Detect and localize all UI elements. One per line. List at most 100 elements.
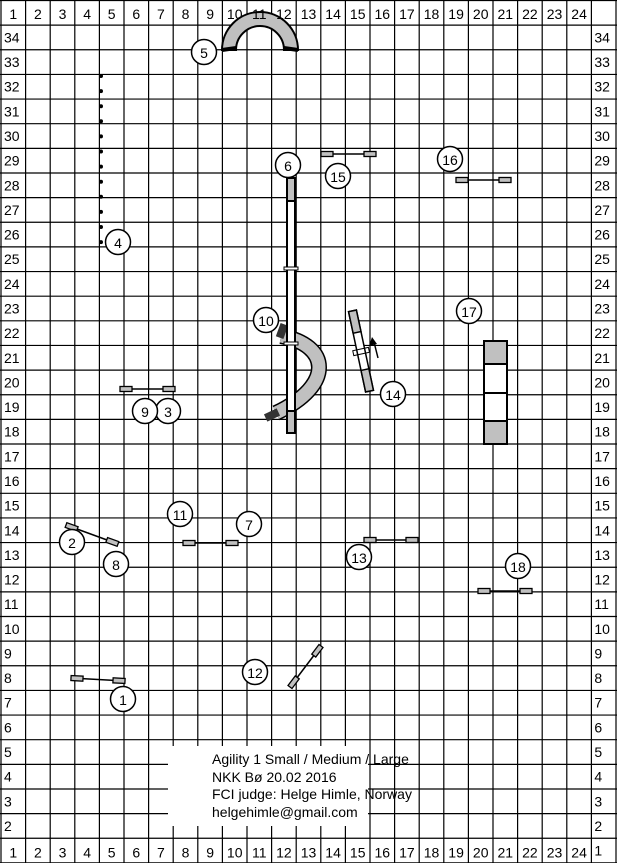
row-label-right: 15 <box>594 498 610 514</box>
row-label-right: 5 <box>594 744 602 760</box>
column-label-top: 2 <box>34 6 42 22</box>
seesaw-14 <box>347 309 375 393</box>
column-label-top: 1 <box>9 6 17 22</box>
number-label: 16 <box>442 152 458 168</box>
obstacle-number-11: 11 <box>166 500 194 528</box>
row-label-left: 26 <box>4 227 20 243</box>
obstacle-number-15: 15 <box>324 162 352 190</box>
info-box-background <box>168 746 368 826</box>
row-label-left: 25 <box>4 251 20 267</box>
jump-wing <box>182 539 196 547</box>
column-label-top: 23 <box>547 6 563 22</box>
row-label-left: 16 <box>4 473 20 489</box>
obstacle-number-4: 4 <box>104 228 132 256</box>
row-label-left: 13 <box>4 547 20 563</box>
row-label-right: 26 <box>594 227 610 243</box>
row-label-right: 7 <box>594 695 602 711</box>
jump-wing <box>119 385 133 393</box>
dog-walk-plank <box>286 177 296 434</box>
number-circle <box>274 151 302 179</box>
row-label-left: 11 <box>4 596 19 612</box>
row-label-left: 8 <box>4 670 12 686</box>
row-label-right: 20 <box>594 374 610 390</box>
jump-wing <box>162 385 176 393</box>
number-circle <box>324 162 352 190</box>
row-label-left: 6 <box>4 719 12 735</box>
column-label-top: 16 <box>375 6 391 22</box>
contact-zone <box>286 410 296 434</box>
jump-wing <box>70 674 84 682</box>
jump-wing <box>477 587 491 595</box>
number-circle <box>241 658 269 686</box>
pause-box-17 <box>483 340 508 445</box>
row-label-right: 17 <box>594 448 610 464</box>
row-label-left: 33 <box>4 54 20 70</box>
seesaw-pivot <box>352 346 371 357</box>
dog-walk-6 <box>283 177 299 434</box>
weave-pole <box>99 179 103 184</box>
course-event: NKK Bø 20.02 2016 <box>212 768 337 785</box>
row-label-right: 31 <box>594 103 610 119</box>
number-label: 18 <box>510 559 526 575</box>
row-label-left: 2 <box>4 818 12 834</box>
row-label-left: 24 <box>4 276 20 292</box>
row-label-right: 19 <box>594 399 610 415</box>
column-label-bottom: 7 <box>157 845 165 861</box>
row-label-left: 23 <box>4 301 20 317</box>
obstacle-number-13: 13 <box>345 543 373 571</box>
number-label: 5 <box>200 45 208 61</box>
number-circle <box>504 552 532 580</box>
row-label-left: 9 <box>4 645 12 661</box>
column-label-bottom: 18 <box>424 845 440 861</box>
direction-arrow-icon <box>373 341 379 359</box>
jump-wing <box>363 536 377 544</box>
jump-wing <box>405 536 419 544</box>
jump-wing <box>455 176 469 184</box>
row-label-right: 11 <box>594 596 609 612</box>
column-label-top: 5 <box>108 6 116 22</box>
column-label-top: 3 <box>59 6 67 22</box>
jump-wing <box>498 176 512 184</box>
column-label-top: 17 <box>399 6 415 22</box>
number-circle <box>190 38 218 66</box>
weave-pole <box>99 240 103 245</box>
row-label-left: 20 <box>4 374 20 390</box>
column-label-top: 9 <box>206 6 214 22</box>
number-label: 11 <box>173 507 188 523</box>
row-label-right: 27 <box>594 202 610 218</box>
obstacle-number-3: 3 <box>154 397 182 425</box>
row-label-left: 7 <box>4 695 12 711</box>
jump-wing <box>112 677 126 685</box>
column-label-top: 18 <box>424 6 440 22</box>
row-label-left: 17 <box>4 448 20 464</box>
weave-pole <box>99 119 103 124</box>
column-label-top: 21 <box>498 6 514 22</box>
row-label-right: 14 <box>594 522 610 538</box>
column-label-bottom: 1 <box>9 845 17 861</box>
column-label-bottom: 20 <box>473 845 489 861</box>
number-label: 8 <box>112 557 120 573</box>
column-label-top: 4 <box>83 6 91 22</box>
jump-2-8 <box>64 521 120 548</box>
column-label-bottom: 14 <box>325 845 341 861</box>
contact-zone <box>360 367 375 393</box>
obstacle-number-6: 6 <box>274 151 302 179</box>
number-circle <box>131 397 159 425</box>
number-circle <box>104 228 132 256</box>
weave-pole <box>99 89 103 94</box>
row-label-left: 32 <box>4 79 20 95</box>
number-circle <box>252 306 280 334</box>
row-label-right: 25 <box>594 251 610 267</box>
row-label-right: 1 <box>594 843 602 859</box>
row-label-left: 14 <box>4 522 20 538</box>
column-label-bottom: 16 <box>375 845 391 861</box>
jump-wing <box>320 150 334 158</box>
row-label-left: 19 <box>4 399 20 415</box>
column-label-top: 14 <box>325 6 341 22</box>
contact-zone <box>347 309 362 335</box>
row-label-right: 13 <box>594 547 610 563</box>
row-label-left: 18 <box>4 424 20 440</box>
obstacle-number-7: 7 <box>235 510 263 538</box>
row-label-right: 2 <box>594 818 602 834</box>
column-label-bottom: 19 <box>448 845 464 861</box>
